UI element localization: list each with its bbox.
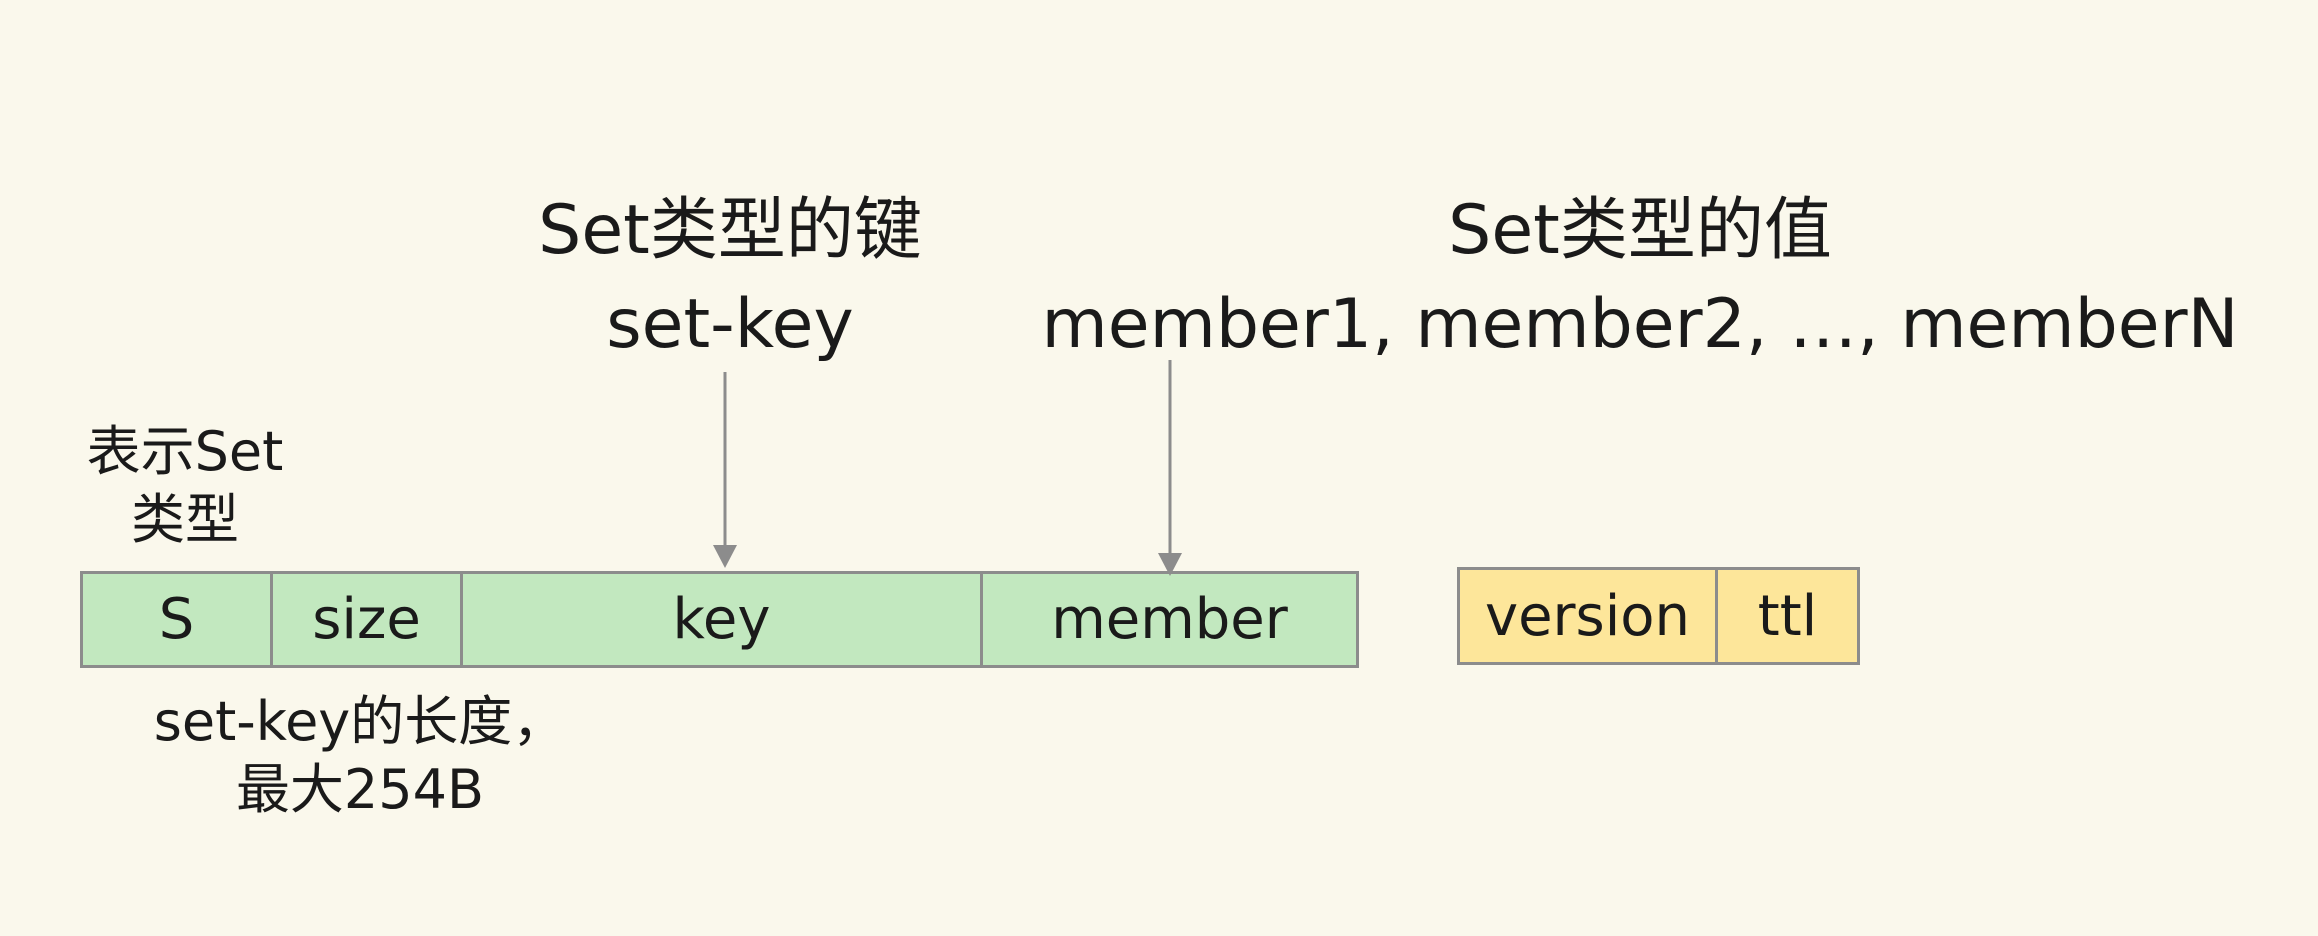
field-size: size — [270, 571, 463, 668]
field-ttl: ttl — [1715, 567, 1860, 665]
field-member: member — [980, 571, 1359, 668]
size-note-line-1: set-key的长度， — [153, 690, 567, 753]
size-note-line-2: 最大254B — [235, 758, 485, 821]
field-key: key — [460, 571, 983, 668]
value-title: Set类型的值 — [1448, 191, 1832, 270]
size-note: set-key的长度， 最大254B — [130, 688, 590, 824]
value-members: member1, member2, …, memberN — [1041, 285, 2239, 364]
key-title: Set类型的键 — [538, 191, 922, 270]
key-name: set-key — [606, 285, 854, 364]
field-s: S — [80, 571, 273, 668]
key-arrow — [713, 372, 737, 568]
type-note-line-1: 表示Set — [86, 420, 284, 483]
field-version: version — [1457, 567, 1718, 665]
type-note-line-2: 类型 — [131, 488, 239, 551]
member-arrow — [1158, 360, 1182, 576]
type-note: 表示Set 类型 — [60, 418, 310, 554]
